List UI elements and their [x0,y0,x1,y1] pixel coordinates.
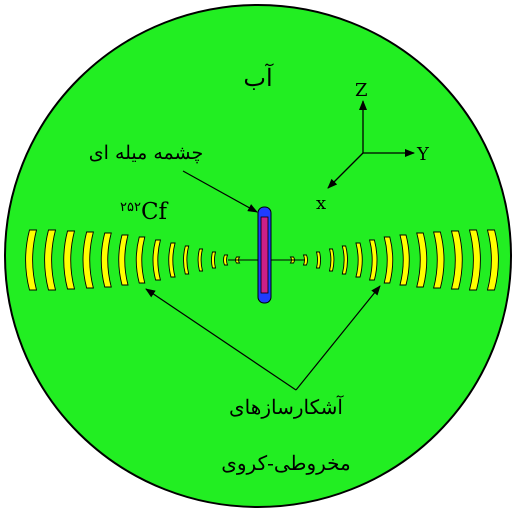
detector-segment-right-3 [315,251,321,269]
coordinate-axes: Z Y x [316,80,430,214]
detector-array-left [25,229,241,291]
detector-segment-right-12 [450,230,463,290]
detector-segment-left-9 [168,242,176,278]
detector-segment-left-3 [63,230,76,290]
detector-segment-left-7 [135,236,146,284]
rod-source-label: چشمه میله ای [89,142,203,164]
isotope-label: ۲۵۲Cf [120,199,169,225]
detector-segment-left-1 [25,229,38,291]
detector-segment-right-14 [486,229,499,291]
isotope-symbol: Cf [141,199,169,225]
rod-source-core [260,216,269,294]
rod-source-pointer [182,170,258,213]
detector-segment-left-4 [82,231,94,289]
axis-label-z: Z [355,80,368,101]
medium-label: آب [243,63,274,92]
detector-segment-left-11 [197,248,204,272]
isotope-mass-number: ۲۵۲ [120,200,141,215]
detector-array-right [289,229,499,291]
detector-segment-right-6 [355,242,363,278]
detectors-label-line2: مخروطی-کروی [221,451,351,475]
detector-segment-right-7 [369,239,378,281]
rod-source [257,206,272,304]
detector-segment-right-11 [433,231,445,289]
detector-segment-left-5 [100,232,112,288]
detector-segment-left-13 [223,254,229,266]
detector-segment-right-4 [328,248,335,272]
detector-segment-left-12 [211,251,217,269]
detector-segment-right-8 [383,236,394,284]
x-axis-arrow [327,152,364,189]
detector-pointer-right [295,285,381,391]
detectors-label-line1: آشکارسازهای [229,395,344,419]
detector-segment-right-9 [399,234,410,286]
detector-segment-left-2 [44,229,57,291]
detector-segment-left-8 [152,239,161,281]
detector-segment-right-10 [416,232,428,288]
detector-segment-right-2 [302,254,308,266]
detector-pointer-left [145,288,297,391]
detector-segment-left-10 [183,245,190,275]
detector-segment-right-13 [468,229,481,291]
axis-label-x: x [316,193,326,214]
detector-segment-right-5 [341,245,348,275]
detector-segment-left-6 [118,234,129,286]
axis-label-y: Y [416,144,430,165]
